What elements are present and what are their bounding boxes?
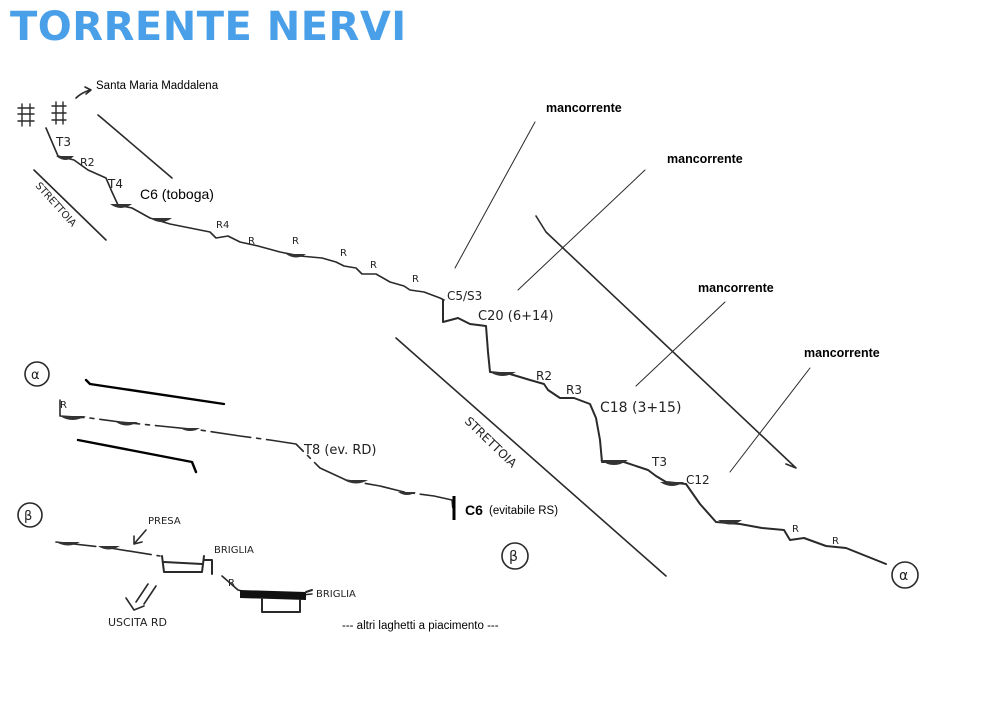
pool: [490, 372, 516, 376]
pool: [60, 416, 86, 420]
r-label: R: [292, 236, 299, 247]
exit-arrow-icon: [125, 583, 157, 611]
presa-label: PRESA: [148, 516, 181, 527]
c6-evitabile-label: (evitabile RS): [489, 505, 558, 517]
t3-label: T3: [55, 135, 71, 149]
briglia-label: BRIGLIA: [214, 545, 254, 556]
c20-label: C20 (6+14): [478, 309, 554, 324]
pool: [150, 218, 172, 222]
pool: [56, 156, 74, 160]
exit-arrow-icon: [75, 86, 92, 99]
r-label: R: [792, 524, 799, 535]
r3-label: R3: [566, 383, 582, 397]
r-label: R: [60, 400, 67, 411]
pointer-line: [517, 169, 646, 291]
pool: [718, 520, 742, 525]
wall-line: [535, 215, 797, 469]
arrow-icon: [133, 529, 147, 545]
r-label: R: [832, 536, 839, 547]
mancorrente-label: mancorrente: [804, 346, 880, 360]
r2-label: R2: [536, 369, 552, 383]
route-line: [59, 399, 455, 521]
beta-marker: [501, 542, 529, 570]
pool: [660, 482, 684, 486]
r2-label: R2: [80, 156, 95, 169]
c18-label: C18 (3+15): [600, 400, 681, 416]
santa-maria-label: Santa Maria Maddalena: [96, 80, 219, 92]
c6-toboga-label: C6 (toboga): [140, 186, 214, 202]
wall-line: [395, 337, 667, 577]
c6-label: C6: [465, 502, 483, 518]
pool: [600, 460, 628, 465]
pool: [110, 204, 132, 208]
beta-marker: [17, 502, 43, 528]
pointer-line: [454, 121, 536, 269]
pool: [98, 546, 120, 550]
pool: [398, 492, 416, 495]
pool: [240, 590, 306, 600]
briglia-label: BRIGLIA: [316, 589, 356, 600]
briglia-structure: [261, 589, 313, 613]
page-title: TORRENTE NERVI: [10, 4, 407, 50]
mancorrente-label: mancorrente: [546, 101, 622, 115]
wall-line: [33, 169, 107, 241]
r-label: R: [412, 274, 419, 285]
r-label: R: [340, 248, 347, 259]
briglia-structure: [161, 555, 213, 575]
strettoia-label: STRETTOIA: [33, 181, 78, 230]
pool: [56, 542, 80, 546]
r4-label: R4: [216, 220, 229, 231]
uscita-label: USCITA RD: [108, 616, 167, 629]
pointer-line: [729, 367, 811, 473]
beta-label: β: [509, 549, 518, 565]
route-line: [442, 299, 887, 565]
t3-label: T3: [651, 455, 667, 469]
alpha-marker: [24, 361, 50, 387]
alpha-marker: [891, 561, 919, 589]
route-line: [45, 127, 445, 301]
wall-line: [84, 378, 226, 406]
pool: [344, 480, 368, 484]
c5-s3-label: C5/S3: [447, 289, 482, 303]
beta-label: β: [24, 509, 32, 524]
mancorrente-label: mancorrente: [667, 152, 743, 166]
wall-line: [97, 114, 173, 179]
altri-laghetti-label: --- altri laghetti a piacimento ---: [342, 620, 499, 632]
t8-label: T8 (ev. RD): [303, 443, 376, 458]
pool: [180, 428, 200, 431]
pool: [286, 254, 306, 258]
r-label: R: [248, 236, 255, 247]
t4-label: T4: [107, 177, 123, 191]
r-label: R: [370, 260, 377, 271]
mancorrente-label: mancorrente: [698, 281, 774, 295]
pointer-line: [635, 301, 726, 387]
pool: [116, 422, 138, 426]
tree-icon: [17, 101, 67, 127]
alpha-label: α: [899, 568, 908, 584]
alpha-label: α: [31, 368, 40, 383]
c12-label: C12: [686, 473, 710, 487]
wall-line: [76, 438, 198, 474]
